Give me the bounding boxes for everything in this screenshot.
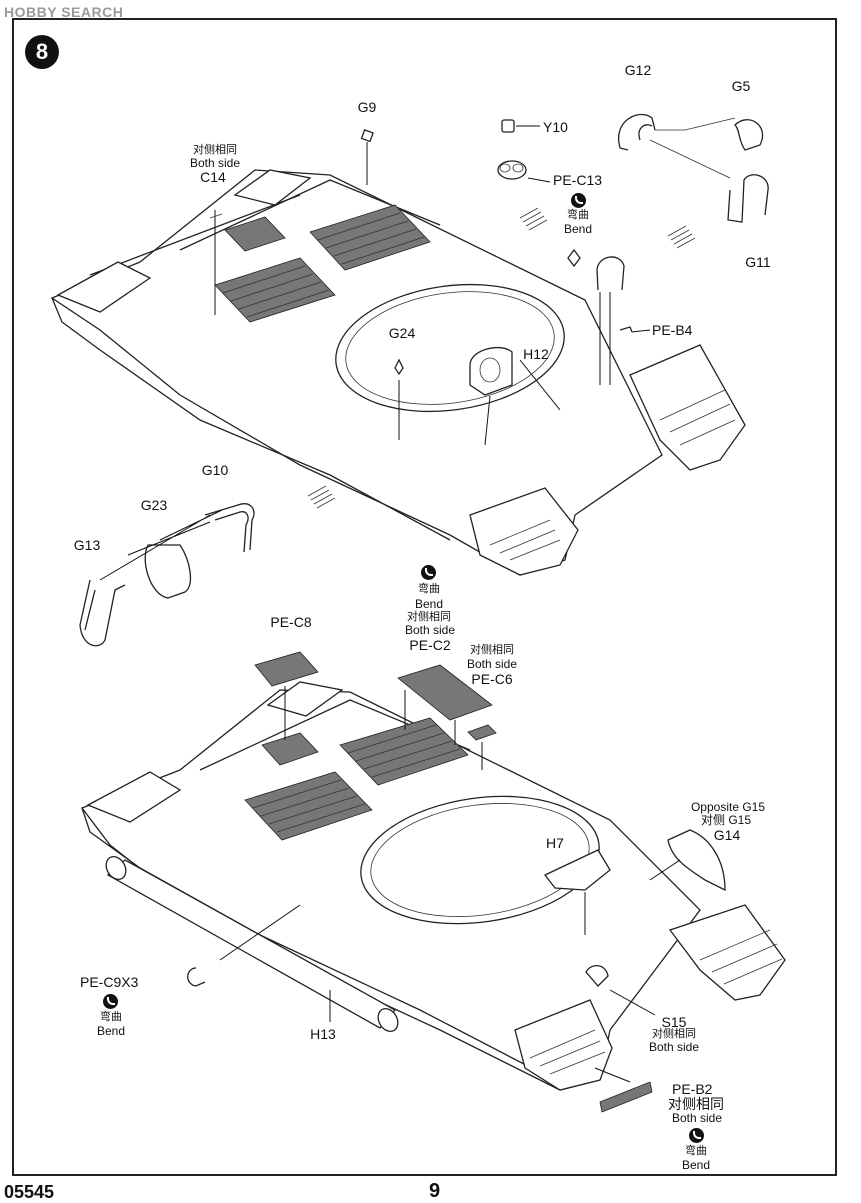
label-pe-c8: PE-C8	[270, 614, 312, 630]
label-c14: C14	[200, 169, 226, 185]
bend-icon	[689, 1128, 704, 1143]
label-h7: H7	[546, 835, 564, 851]
lower-hull-drawing	[80, 651, 786, 1113]
pe-c2-part	[397, 664, 493, 721]
pe-b2-part	[599, 1081, 653, 1113]
label-pe-c6: PE-C6	[471, 671, 513, 687]
label-bend3-en: Bend	[681, 1158, 711, 1172]
bend-icon	[571, 193, 586, 208]
label-y10: Y10	[543, 119, 568, 135]
label-pe-c6-both: Both side	[466, 657, 518, 671]
label-g14: G14	[713, 827, 741, 843]
label-bend-en: Bend	[563, 222, 593, 236]
label-bend3-cn: 弯曲	[685, 1145, 707, 1157]
g14-part	[667, 829, 726, 892]
label-pe-c2-both: Both side	[404, 623, 456, 637]
instruction-frame	[12, 18, 837, 1176]
upper-hull-drawing	[50, 169, 746, 576]
label-g13: G13	[73, 537, 101, 553]
label-opposite-g15: Opposite G15	[690, 800, 766, 814]
label-bend1-cn: 弯曲	[418, 583, 440, 595]
label-g9: G9	[357, 99, 377, 115]
label-g10: G10	[201, 462, 229, 478]
label-c14-both: Both side	[189, 156, 241, 170]
s15-part	[585, 965, 609, 987]
label-pe-c9x3: PE-C9X3	[80, 974, 139, 990]
label-pe-b2: PE-B2	[672, 1081, 713, 1097]
label-g12: G12	[624, 62, 652, 78]
label-s15-cn: 对侧相同	[652, 1028, 696, 1040]
label-pe-c13: PE-C13	[553, 172, 603, 188]
label-g24: G24	[388, 325, 416, 341]
label-c14-cn: 对侧相同	[193, 144, 237, 156]
lower-track-guards	[86, 681, 786, 1091]
upper-engine-grilles	[214, 204, 431, 323]
h7-part	[543, 849, 611, 891]
step-number-badge: 8	[25, 35, 59, 69]
label-s15-both: Both side	[648, 1040, 700, 1054]
bend-icon	[421, 565, 436, 580]
handrails-drawing	[79, 503, 255, 647]
label-bend-cn: 弯曲	[567, 209, 589, 221]
label-g23: G23	[140, 497, 168, 513]
label-pe-b4: PE-B4	[652, 322, 693, 338]
label-g5: G5	[731, 78, 751, 94]
label-bend2-cn: 弯曲	[100, 1011, 122, 1023]
upper-small-parts	[209, 113, 769, 446]
pe-c9-clip	[187, 967, 206, 987]
label-pe-c6-cn: 对侧相同	[470, 644, 514, 656]
label-pe-c2: PE-C2	[409, 637, 451, 653]
label-h12: H12	[523, 346, 549, 362]
label-s15: S15	[661, 1014, 687, 1030]
bend-icon	[103, 994, 118, 1009]
label-pe-b2-cn: 对侧相同	[668, 1096, 724, 1112]
pe-c8-part	[254, 651, 319, 687]
label-g11: G11	[745, 254, 771, 270]
label-bend1-en: Bend	[414, 597, 444, 611]
page-number: 9	[429, 1180, 441, 1202]
label-opposite-g15-cn: 对侧 G15	[700, 813, 752, 827]
watermark: HOBBY SEARCH	[4, 4, 124, 20]
pe-c6-part	[467, 724, 497, 741]
label-h13: H13	[310, 1026, 336, 1042]
lower-engine-grilles	[244, 717, 469, 841]
upper-track-guards	[56, 169, 746, 576]
label-pe-c2-cn: 对侧相同	[407, 611, 451, 623]
hatch-marks	[307, 207, 696, 509]
label-pe-b2-both: Both side	[671, 1111, 723, 1125]
h13-tube	[105, 856, 399, 1032]
product-code: 05545	[4, 1182, 55, 1202]
label-bend2-en: Bend	[96, 1024, 126, 1038]
